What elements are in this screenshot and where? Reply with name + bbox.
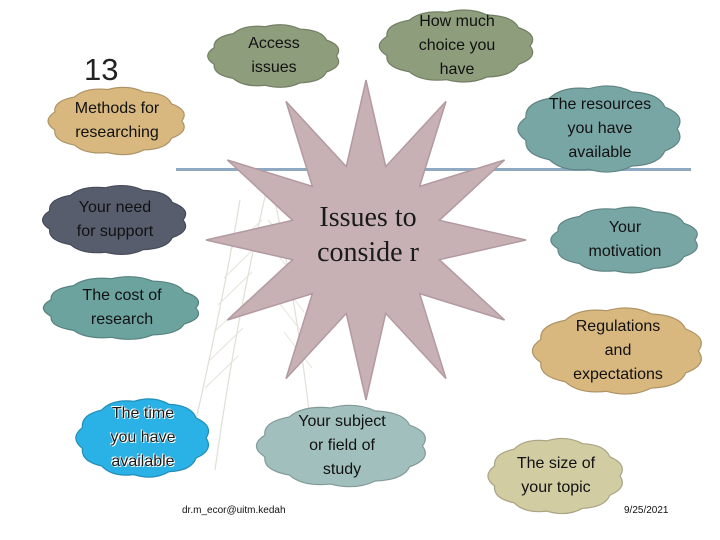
cloud-time-available: The time you have available — [66, 388, 220, 488]
cloud-label: Your subject or field of study — [298, 413, 386, 478]
cloud-label: Your motivation — [588, 219, 662, 260]
center-label: Issues to conside r — [317, 202, 419, 268]
cloud-label: The size of your topic — [516, 455, 596, 496]
cloud-label: Your need for support — [76, 199, 154, 240]
cloud-label: The resources you have available — [548, 96, 652, 161]
cloud-methods-for-researching: Methods for researching — [38, 78, 196, 164]
cloud-label: The time you have available — [110, 405, 176, 470]
cloud-label: Methods for researching — [74, 100, 160, 141]
cloud-subject-or-field: Your subject or field of study — [244, 394, 440, 498]
cloud-cost-of-research: The cost of research — [32, 268, 212, 348]
cloud-label: Regulations and expectations — [573, 318, 663, 383]
cloud-need-for-support: Your need for support — [32, 176, 198, 264]
cloud-label: The cost of research — [82, 287, 162, 328]
cloud-your-motivation: Your motivation — [540, 198, 710, 282]
cloud-access-issues: Access issues — [198, 16, 350, 96]
slide-number: 13 — [84, 52, 119, 87]
cloud-label: How much choice you have — [418, 13, 496, 78]
cloud-how-much-choice: How much choice you have — [368, 0, 546, 92]
cloud-label: Access issues — [248, 35, 300, 76]
title-divider-line — [176, 168, 691, 171]
cloud-regulations-expectations: Regulations and expectations — [520, 296, 716, 406]
footer-email: dr.m_ecor@uitm.kedah — [182, 505, 286, 516]
cloud-size-of-topic: The size of your topic — [478, 428, 634, 524]
cloud-resources-available: The resources you have available — [506, 74, 694, 184]
footer-date: 9/25/2021 — [624, 505, 669, 516]
